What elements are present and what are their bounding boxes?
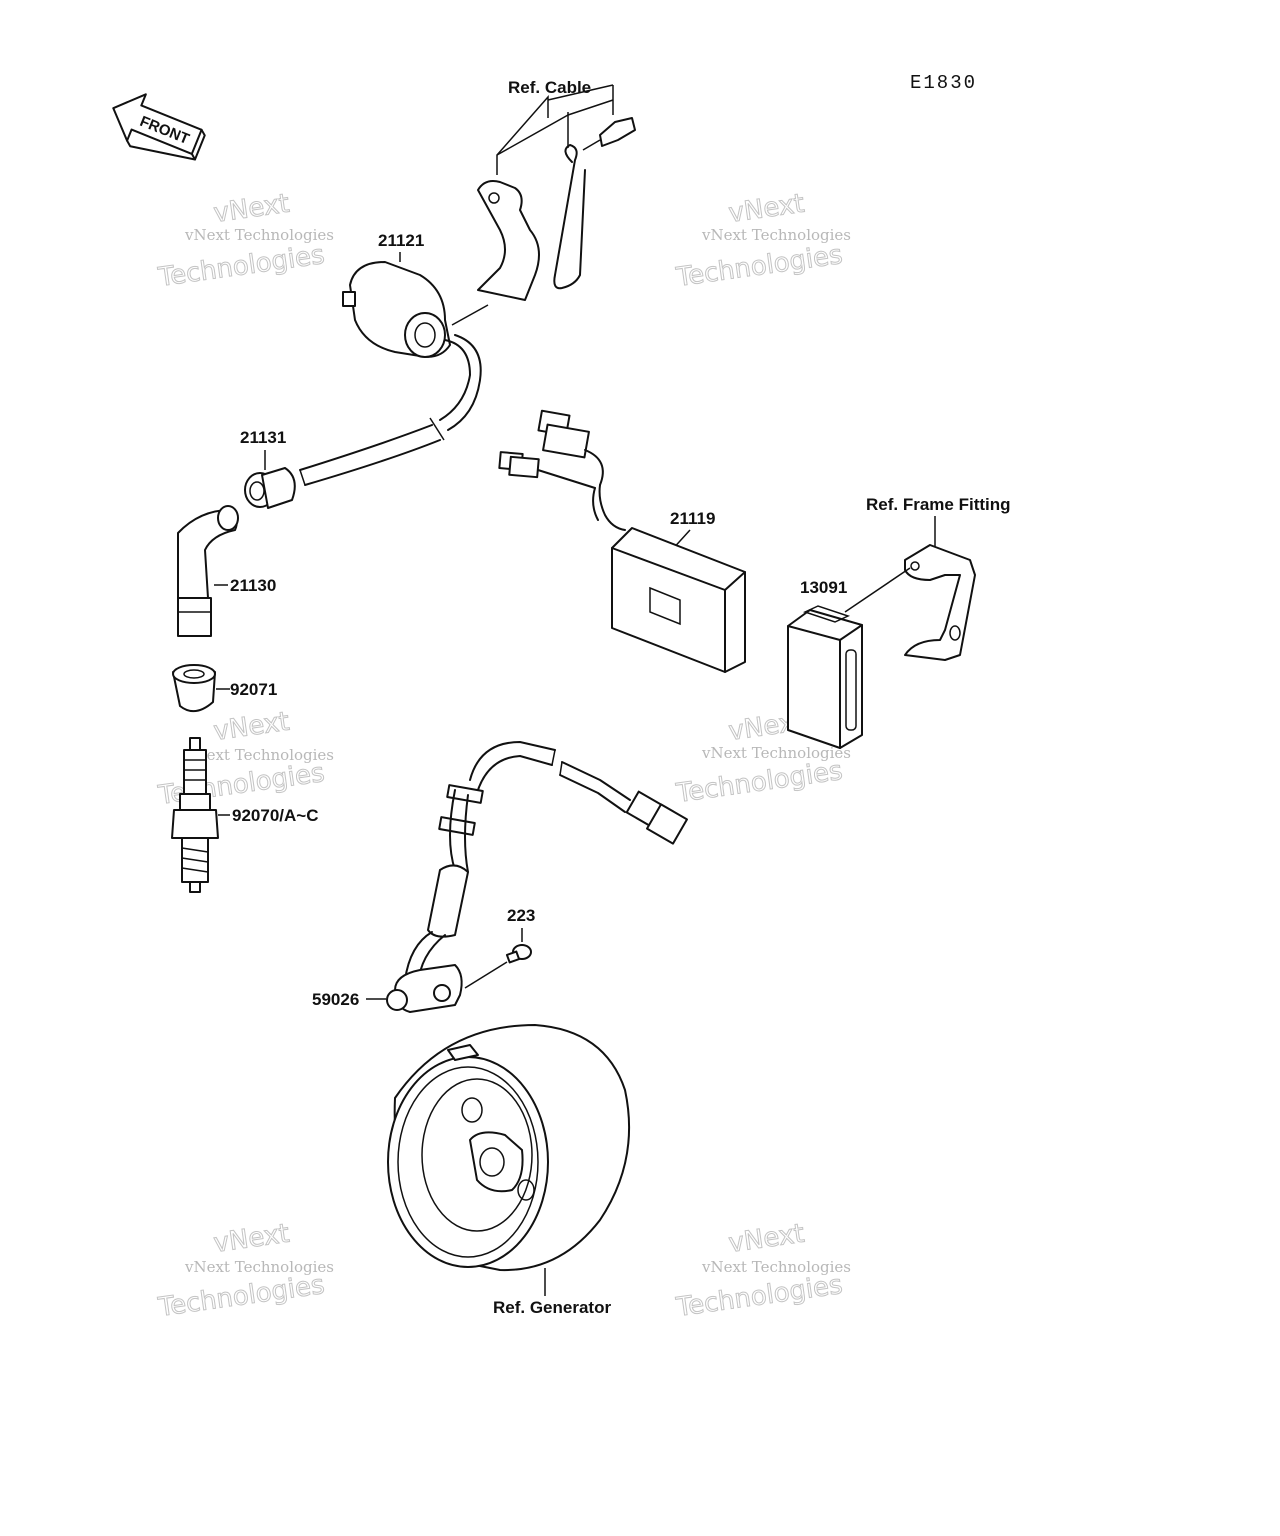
svg-text:vNext Technologies: vNext Technologies	[184, 226, 334, 244]
svg-text:vNext: vNext	[727, 1219, 806, 1259]
svg-text:vNext Technologies: vNext Technologies	[701, 1258, 851, 1276]
label-21119: 21119	[670, 509, 715, 528]
label-59026: 59026	[312, 990, 359, 1009]
watermark-top-left: vNext vNext Technologies Technologies	[155, 188, 334, 293]
svg-text:vNext Technologies: vNext Technologies	[701, 744, 851, 762]
svg-text:vNext Technologies: vNext Technologies	[184, 746, 334, 764]
watermark-top-right: vNext vNext Technologies Technologies	[673, 188, 851, 293]
watermark-bottom-right: vNext vNext Technologies Technologies	[673, 1218, 851, 1323]
svg-text:vNext: vNext	[727, 189, 806, 229]
cable-clamp-bracket	[477, 180, 540, 301]
rubber-mount-13091	[787, 605, 863, 749]
svg-text:vNext: vNext	[212, 189, 291, 229]
ht-lead-cable	[299, 334, 482, 486]
plug-cap-21130	[177, 505, 239, 637]
label-ref-cable: Ref. Cable	[508, 78, 591, 97]
cdi-unit	[611, 527, 746, 673]
cdi-connectors	[498, 409, 626, 531]
ignition-coil	[342, 261, 489, 358]
svg-text:vNext: vNext	[212, 707, 291, 747]
pickup-wire-harness	[404, 741, 688, 986]
cable-clip	[553, 144, 586, 290]
leader-13091	[844, 567, 911, 613]
label-ref-generator: Ref. Generator	[493, 1298, 611, 1317]
cap-92071	[172, 664, 216, 713]
bolt-icon	[582, 117, 636, 151]
ref-cable-leaders	[496, 84, 614, 175]
label-223: 223	[507, 906, 535, 925]
screw-223	[505, 944, 532, 964]
svg-text:Technologies: Technologies	[156, 1270, 327, 1323]
spark-plug	[171, 737, 219, 893]
svg-text:Technologies: Technologies	[674, 240, 845, 293]
label-92071: 92071	[230, 680, 277, 699]
label-21131: 21131	[240, 428, 286, 447]
label-92070: 92070/A~C	[232, 806, 318, 825]
leader-screw-to-coil	[464, 961, 508, 989]
label-21121: 21121	[378, 231, 424, 250]
front-arrow-icon: FRONT	[112, 93, 206, 161]
svg-text:vNext Technologies: vNext Technologies	[701, 226, 851, 244]
generator-rotor	[387, 1024, 631, 1272]
pickup-coil-59026	[386, 964, 463, 1013]
frame-fitting-bracket	[904, 544, 976, 661]
svg-text:Technologies: Technologies	[674, 1270, 845, 1323]
label-ref-frame-fitting: Ref. Frame Fitting	[866, 495, 1011, 514]
svg-text:Technologies: Technologies	[156, 240, 327, 293]
seal-21131	[244, 467, 296, 509]
svg-text:vNext: vNext	[212, 1219, 291, 1259]
svg-text:Technologies: Technologies	[674, 756, 845, 809]
label-13091: 13091	[800, 578, 847, 597]
watermark-bottom-left: vNext vNext Technologies Technologies	[155, 1218, 334, 1323]
svg-text:vNext Technologies: vNext Technologies	[184, 1258, 334, 1276]
label-21130: 21130	[230, 576, 276, 595]
diagram-code: E1830	[910, 72, 977, 94]
